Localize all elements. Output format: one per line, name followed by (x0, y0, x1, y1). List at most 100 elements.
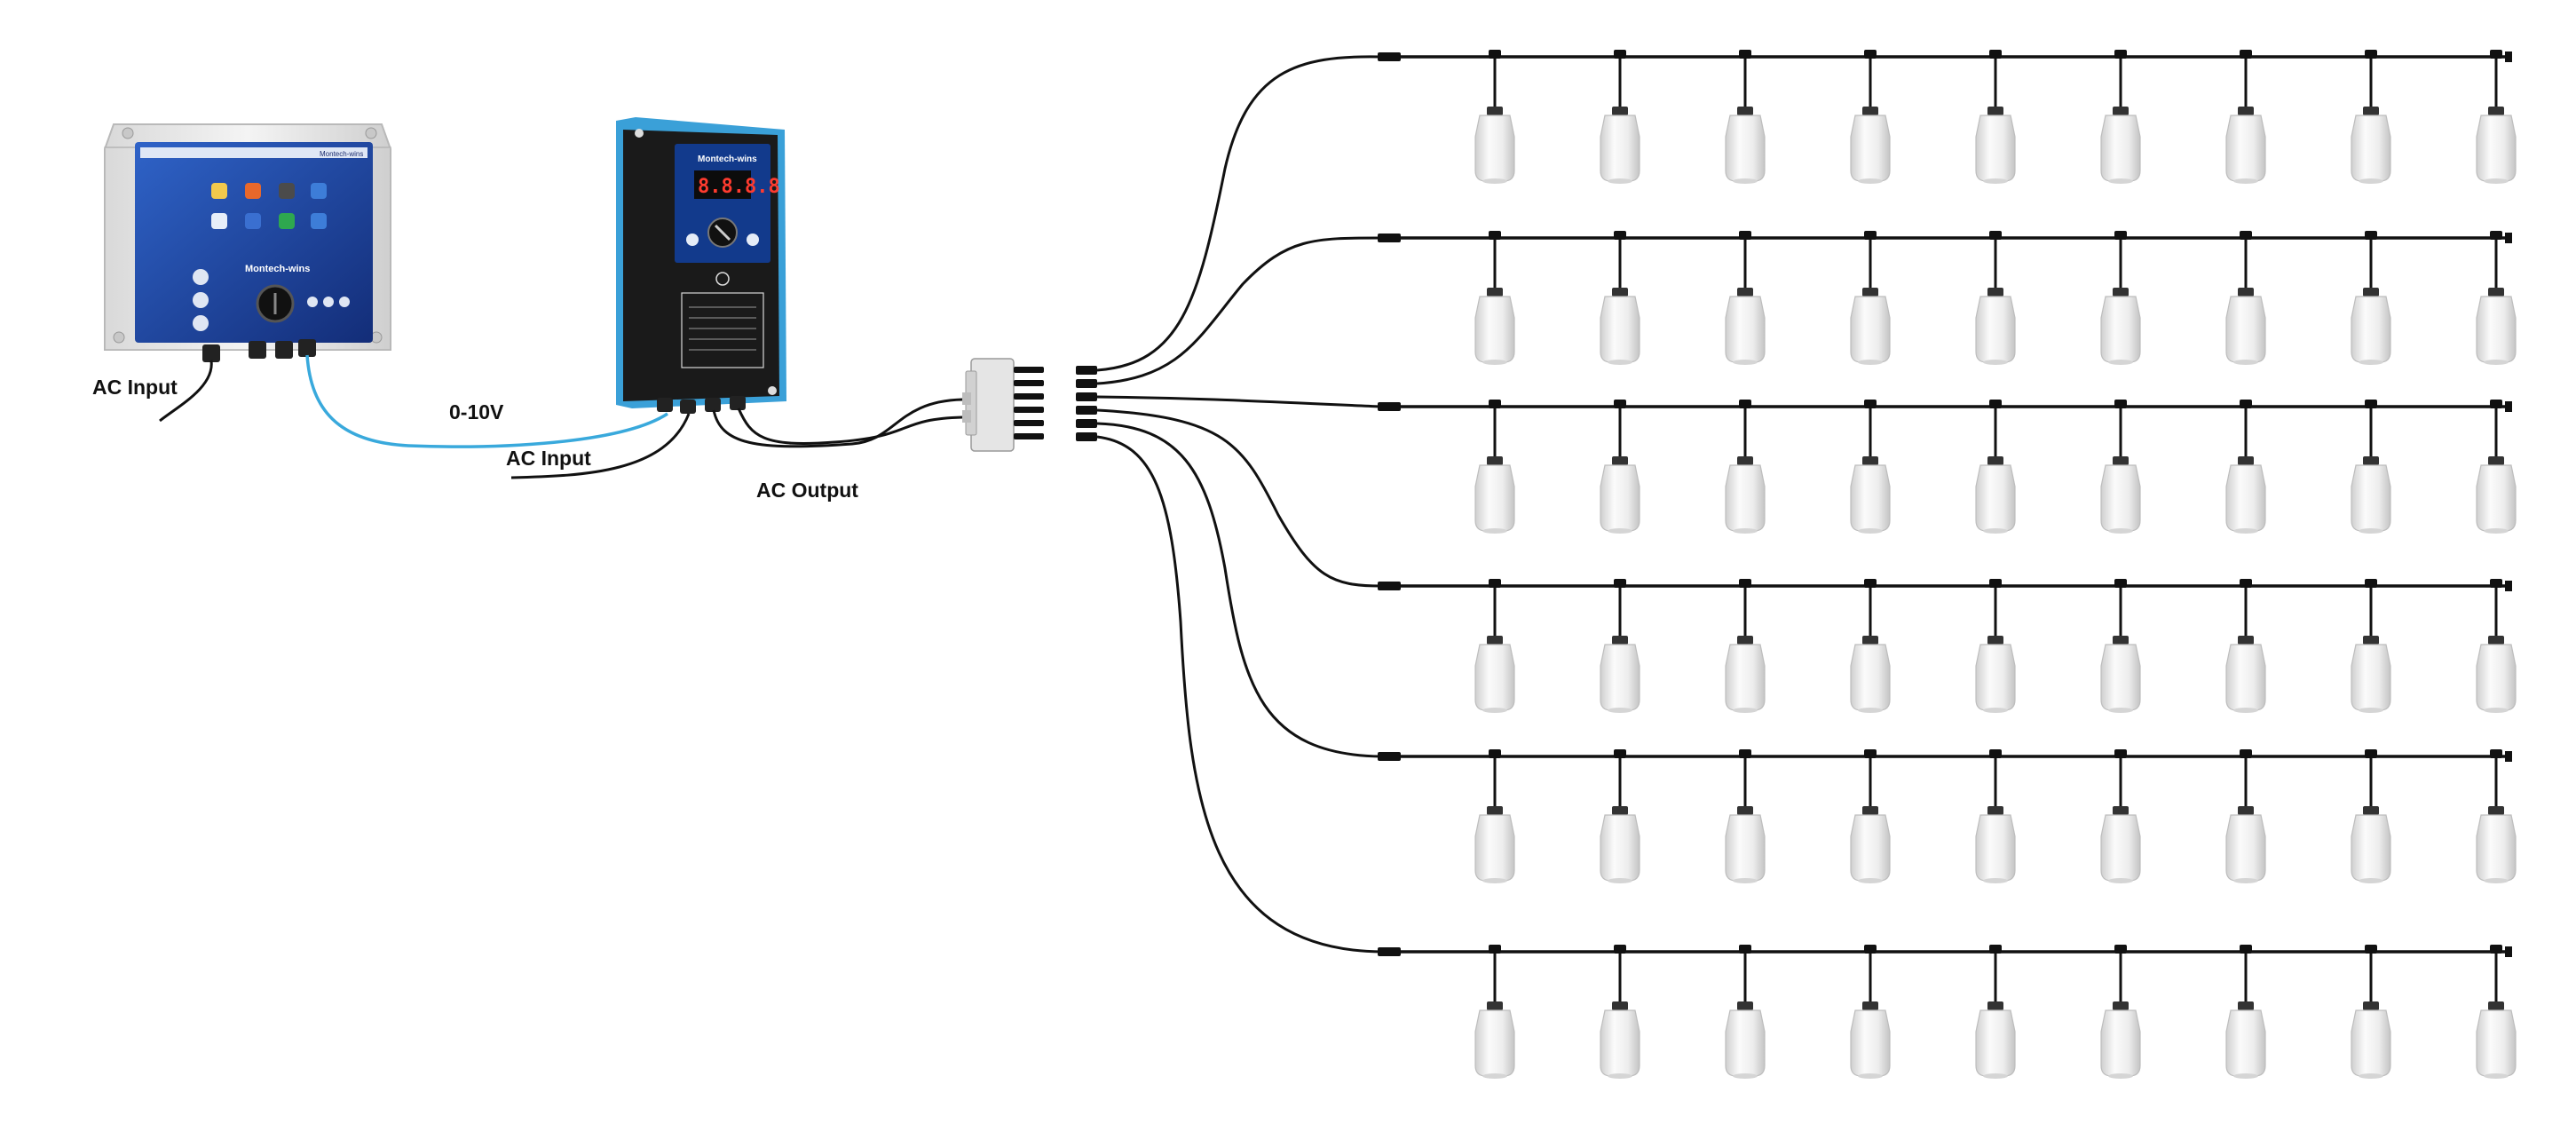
branch-cable-3 (1096, 395, 1382, 408)
lamp (1474, 48, 1516, 186)
controller-app-icons (211, 183, 327, 229)
lamp-branch (1378, 398, 2517, 535)
app-icon[interactable] (211, 183, 227, 199)
control-button[interactable] (307, 297, 318, 307)
ac-output-cable-1 (712, 398, 963, 448)
lamp (2099, 48, 2142, 186)
lamp (1849, 398, 1892, 535)
label-ac-output: AC Output (756, 479, 858, 502)
lamp-branch (1378, 943, 2517, 1080)
branch-cable-1 (1096, 55, 1382, 372)
app-icon[interactable] (245, 183, 261, 199)
outlet-connectors (1014, 366, 1097, 441)
lamp (1474, 748, 1516, 885)
lamp (2475, 748, 2517, 885)
lamp (2099, 577, 2142, 715)
app-icon[interactable] (245, 213, 261, 229)
control-button[interactable] (323, 297, 334, 307)
label-ac-input-controller: AC Input (92, 376, 178, 399)
lamp (1974, 943, 2017, 1080)
lamp (2224, 48, 2267, 186)
lamp (2475, 943, 2517, 1080)
control-button[interactable] (339, 297, 350, 307)
lamp (1599, 943, 1641, 1080)
lamp (2224, 398, 2267, 535)
lamp (1724, 229, 1766, 367)
lamp-branch (1378, 577, 2517, 715)
lamp (2475, 398, 2517, 535)
control-button[interactable] (193, 292, 209, 308)
lamp (1849, 748, 1892, 885)
lamp (1974, 748, 2017, 885)
lamp (2475, 229, 2517, 367)
lamp (1974, 48, 2017, 186)
lamp-branch (1378, 229, 2517, 367)
control-button[interactable] (193, 315, 209, 331)
lamp (2099, 943, 2142, 1080)
lamp (1599, 229, 1641, 367)
dimmer-display: 8.8.8.8 (698, 176, 780, 198)
branch-cable-6 (1096, 435, 1382, 954)
lamp (1849, 943, 1892, 1080)
app-icon[interactable] (311, 213, 327, 229)
lamp (1849, 48, 1892, 186)
lamp (1474, 577, 1516, 715)
app-icon[interactable] (211, 213, 227, 229)
lamp (2350, 229, 2392, 367)
label-ac-input-dimmer: AC Input (506, 447, 591, 470)
controller-unit: Montech-wins Montech-wins (104, 123, 391, 362)
ac-input-cable-dimmer (510, 413, 691, 479)
branch-connector (1378, 582, 1401, 590)
branch-connector (1378, 752, 1401, 761)
junction-box (962, 358, 1015, 452)
lamp (1474, 943, 1516, 1080)
branch-cable-4 (1096, 408, 1382, 588)
lamp (1974, 577, 2017, 715)
ac-input-cable-controller (159, 360, 213, 423)
lamp-branch (1378, 48, 2517, 186)
signal-cable (305, 354, 668, 448)
branch-end-cap (2505, 233, 2512, 243)
lamp (2475, 577, 2517, 715)
app-icon[interactable] (279, 183, 295, 199)
branch-cables (1096, 55, 1382, 954)
lamp (1599, 398, 1641, 535)
lamp (2350, 48, 2392, 186)
lamp (1599, 577, 1641, 715)
lamp (1974, 229, 2017, 367)
lamp (2350, 398, 2392, 535)
lamp (1474, 229, 1516, 367)
branch-cable-5 (1096, 422, 1382, 758)
lamp (1974, 398, 2017, 535)
controller-screen (135, 142, 373, 343)
controller-header-brand: Montech-wins (320, 150, 363, 158)
branch-connector (1378, 234, 1401, 242)
branch-end-cap (2505, 581, 2512, 591)
lamp (1849, 229, 1892, 367)
dimmer-button[interactable] (686, 234, 699, 246)
lamp (2224, 577, 2267, 715)
lamp (2224, 943, 2267, 1080)
label-signal: 0-10V (449, 400, 504, 423)
app-icon[interactable] (279, 213, 295, 229)
branch-connector (1378, 947, 1401, 956)
lamp (1599, 748, 1641, 885)
branch-connector (1378, 402, 1401, 411)
branch-cable-2 (1096, 236, 1382, 385)
lamp (1724, 748, 1766, 885)
lamp (1724, 48, 1766, 186)
lamp-branch (1378, 748, 2517, 885)
lamp (1724, 577, 1766, 715)
lamp (2099, 748, 2142, 885)
lamp (1474, 398, 1516, 535)
lamp (1724, 943, 1766, 1080)
branch-end-cap (2505, 401, 2512, 412)
app-icon[interactable] (311, 183, 327, 199)
lamp (2099, 398, 2142, 535)
control-button[interactable] (193, 269, 209, 285)
dimmer-button[interactable] (747, 234, 759, 246)
branch-end-cap (2505, 946, 2512, 957)
lamp (2475, 48, 2517, 186)
lamp (2224, 748, 2267, 885)
